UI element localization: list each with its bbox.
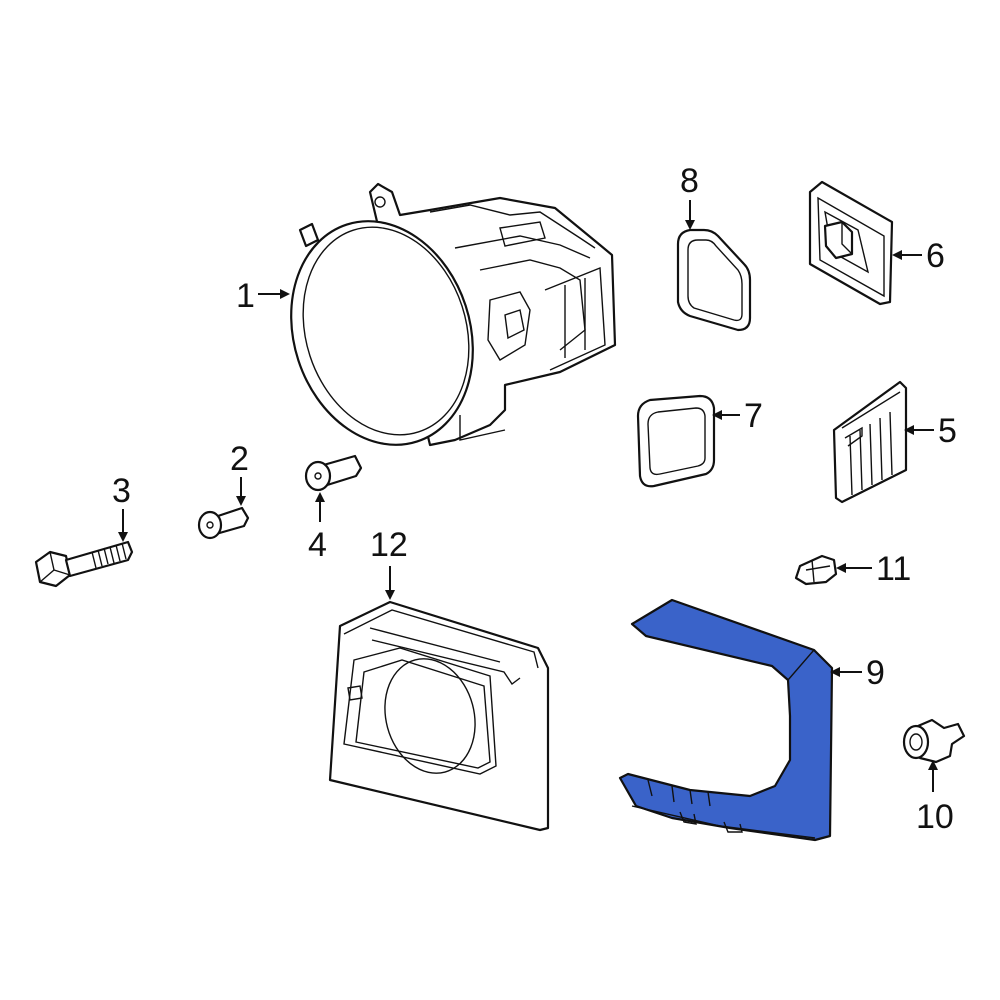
callout-7: 7 — [712, 397, 763, 435]
part-11-clip-nut[interactable] — [794, 554, 838, 586]
callout-number: 1 — [236, 277, 255, 315]
callout-5: 5 — [904, 412, 957, 450]
callout-number: 12 — [370, 526, 408, 564]
part-8-gasket[interactable] — [676, 228, 752, 332]
callout-number: 11 — [876, 550, 911, 588]
callout-6: 6 — [892, 237, 945, 275]
callout-number: 2 — [230, 440, 249, 478]
callout-number: 4 — [308, 526, 327, 564]
part-2-screw[interactable] — [197, 506, 250, 540]
callout-11: 11 — [836, 550, 911, 588]
part-12-headlamp-bracket[interactable] — [328, 600, 550, 832]
callout-number: 3 — [112, 472, 131, 510]
part-6-vent-bracket[interactable] — [808, 180, 894, 306]
callout-2: 2 — [230, 440, 249, 506]
part-5-vent-grille[interactable] — [832, 380, 908, 504]
callout-9: 9 — [830, 654, 885, 692]
callout-12: 12 — [370, 526, 408, 600]
part-9-bezel[interactable] — [618, 598, 834, 842]
callout-number: 9 — [866, 654, 885, 692]
callout-number: 6 — [926, 237, 945, 275]
callout-number: 10 — [916, 798, 954, 836]
callout-1: 1 — [236, 277, 290, 315]
callout-10: 10 — [916, 760, 954, 836]
callout-4: 4 — [308, 492, 327, 564]
callout-number: 8 — [680, 162, 699, 200]
callout-3: 3 — [112, 472, 131, 542]
part-1-headlamp-assembly[interactable] — [263, 182, 617, 469]
callout-8: 8 — [680, 162, 699, 230]
part-3-bolt[interactable] — [34, 540, 134, 588]
callout-number: 7 — [744, 397, 763, 435]
part-4-screw[interactable] — [304, 454, 363, 492]
part-10-clip[interactable] — [902, 718, 966, 764]
callout-number: 5 — [938, 412, 957, 450]
part-7-seal[interactable] — [636, 394, 716, 488]
